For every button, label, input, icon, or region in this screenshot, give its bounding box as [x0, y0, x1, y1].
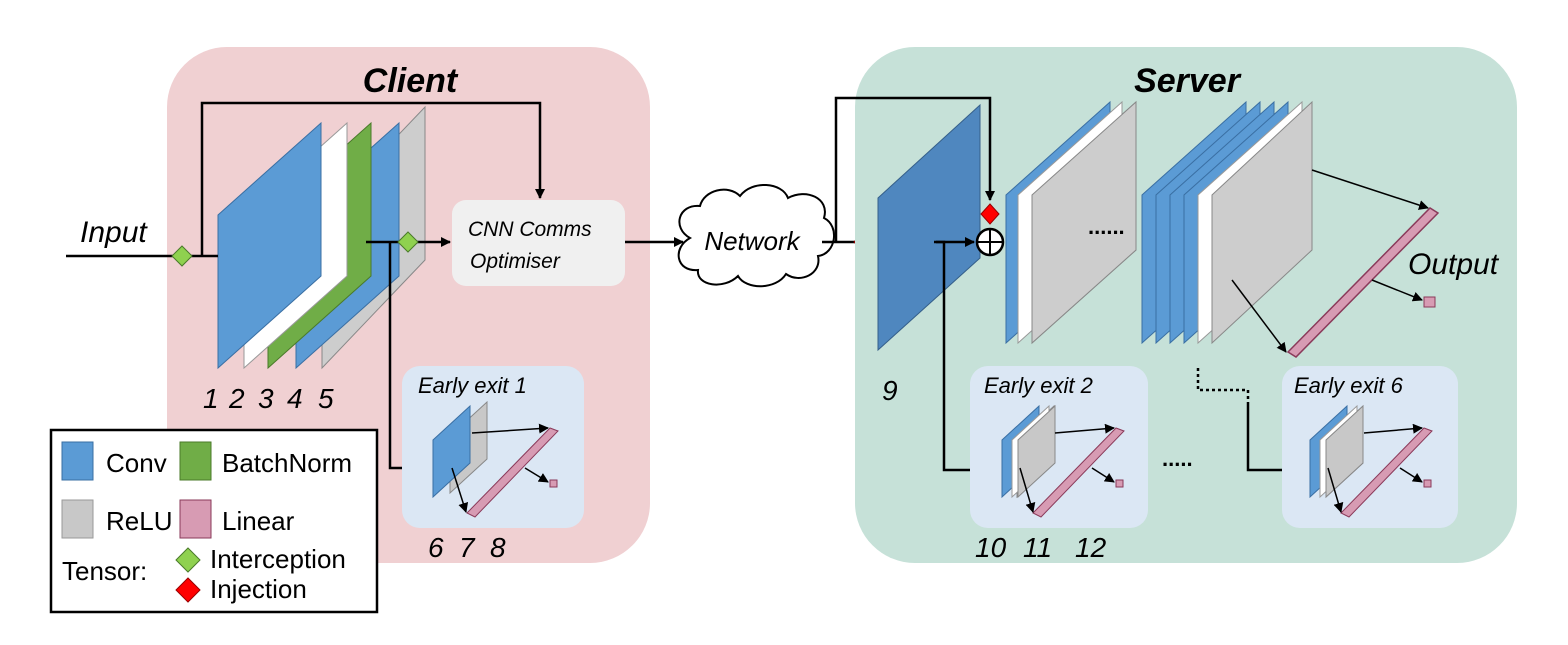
layer-number-4: 4	[287, 383, 303, 414]
legend-injection-marker	[175, 577, 201, 603]
layer-number-1: 1	[203, 383, 219, 414]
early-exit-6-linear	[1340, 427, 1433, 518]
legend-conv-label: Conv	[106, 448, 167, 478]
input-label: Input	[80, 216, 148, 249]
legend-relu-swatch	[61, 499, 94, 539]
interception-marker-client	[397, 231, 419, 253]
legend-linear-swatch	[179, 499, 212, 539]
interception-marker-input	[171, 245, 193, 267]
server-block-b	[1141, 100, 1313, 345]
cnn-comms-optimiser-box	[452, 200, 625, 286]
legend-interception-marker	[175, 547, 201, 573]
early-exit-2-label: Early exit 2	[984, 373, 1093, 398]
legend-box	[49, 428, 379, 614]
layer-number-2: 2	[228, 383, 245, 414]
layer-number-11: 11	[1023, 532, 1052, 563]
early-exit-6-label: Early exit 6	[1294, 373, 1404, 398]
server-skip-connection	[834, 96, 995, 242]
early-exit-6: Early exit 6	[1282, 366, 1458, 528]
client-skip-connection	[200, 101, 545, 256]
layer-number-10: 10	[975, 532, 1007, 563]
server-linear-layer	[1286, 207, 1440, 358]
server-block-a	[1005, 100, 1137, 345]
legend-injection-label: Injection	[210, 574, 307, 604]
early-exit-1-linear	[466, 427, 559, 518]
network-label: Network	[704, 226, 801, 256]
server-output	[1423, 296, 1436, 308]
layer-number-5: 5	[318, 383, 334, 414]
legend-interception-label: Interception	[210, 544, 346, 574]
early-exit-1-output	[549, 479, 558, 488]
layer-number-12: 12	[1075, 532, 1107, 563]
legend-conv-swatch	[61, 441, 94, 481]
legend-batchnorm-label: BatchNorm	[222, 448, 352, 478]
early-exit-1-label: Early exit 1	[418, 373, 527, 398]
optimiser-label-line1: CNN Comms	[468, 218, 592, 241]
legend-linear-label: Linear	[222, 506, 295, 536]
early-exit-1-conv	[432, 404, 471, 499]
layer-1-conv	[217, 121, 322, 370]
early-exit-6-branch-dotted	[1196, 368, 1250, 402]
layer-number-9: 9	[882, 375, 898, 406]
legend: Conv BatchNorm ReLU Linear Tensor: Inter…	[49, 428, 379, 614]
output-label: Output	[1408, 248, 1500, 281]
legend-tensor-label: Tensor:	[62, 556, 147, 586]
early-exit-2-output	[1115, 479, 1124, 488]
network-cloud	[677, 183, 836, 288]
server-ellipsis-1: ......	[1088, 214, 1125, 239]
injection-marker-server	[980, 203, 1000, 225]
optimiser-label-line2: Optimiser	[470, 250, 561, 273]
layer-number-7: 7	[459, 532, 476, 563]
client-title: Client	[363, 62, 459, 100]
layer-number-3: 3	[258, 383, 274, 414]
early-exit-1-box	[402, 366, 584, 528]
early-exit-6-output	[1423, 479, 1432, 488]
layer-number-6: 6	[428, 532, 444, 563]
legend-relu-label: ReLU	[106, 506, 172, 536]
layer-number-8: 8	[490, 532, 506, 563]
early-exit-2: Early exit 2	[970, 366, 1148, 528]
early-exit-1: Early exit 1	[402, 366, 584, 528]
early-exit-2-linear	[1032, 427, 1125, 518]
server-title: Server	[1134, 62, 1242, 100]
client-layer-stack	[217, 105, 426, 370]
legend-batchnorm-swatch	[179, 441, 212, 481]
layer-9-conv	[877, 103, 981, 352]
server-ellipsis-2: .....	[1162, 446, 1193, 471]
